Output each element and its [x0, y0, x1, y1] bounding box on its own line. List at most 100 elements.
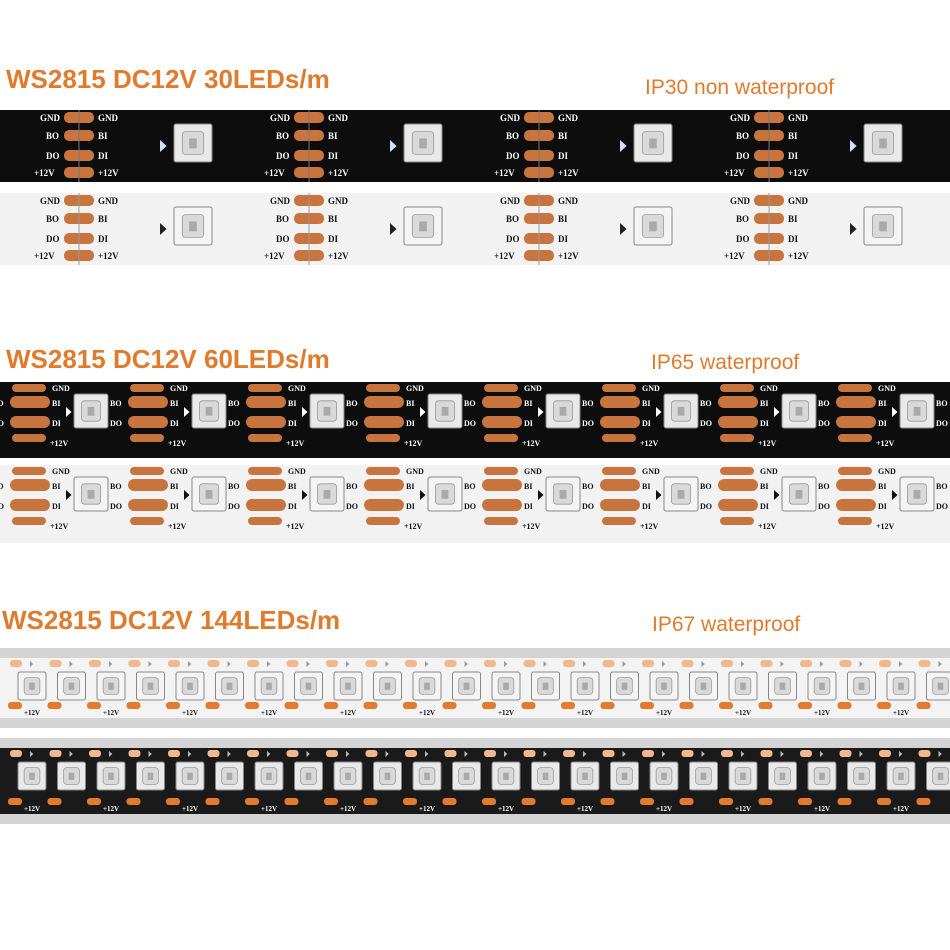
solder-pad [245, 798, 259, 805]
led-die [661, 682, 667, 690]
pad-label: BO [506, 214, 519, 224]
pad-label: DI [524, 419, 533, 428]
solder-pad [89, 660, 101, 667]
solder-pad [47, 798, 62, 805]
solder-pad [484, 434, 518, 442]
pad-label: DO [700, 419, 712, 428]
solder-pad [482, 798, 496, 805]
pad-label: +12V [893, 709, 909, 717]
pad-label: DO [936, 419, 948, 428]
solder-pad [403, 798, 417, 805]
led-die [323, 489, 331, 499]
direction-arrow-icon [741, 751, 745, 757]
pad-label: BI [878, 399, 886, 408]
led-die [463, 682, 470, 690]
pad-label: DO [228, 502, 240, 511]
pad-label: BO [582, 482, 594, 491]
direction-arrow-icon [780, 661, 784, 667]
section-title-60: WS2815 DC12V 60LEDs/m [6, 344, 330, 374]
pad-label: DO [228, 419, 240, 428]
pad-label: BI [760, 399, 768, 408]
solder-pad [918, 660, 931, 667]
led-die [779, 682, 786, 690]
pad-label: GND [270, 196, 291, 206]
pad-label: DO [346, 419, 358, 428]
pad-label: +12V [498, 709, 514, 717]
led-die [68, 772, 75, 780]
pad-label: DO [276, 151, 290, 161]
pad-label: GND [760, 384, 778, 393]
solder-pad [168, 660, 180, 667]
solder-pad [800, 750, 812, 757]
solder-pad [720, 517, 754, 525]
direction-arrow-icon [820, 661, 824, 667]
pad-label: +12V [261, 805, 277, 813]
solder-pad [877, 798, 891, 805]
led-die [795, 406, 803, 416]
pad-label: BO [46, 214, 59, 224]
solder-pad [10, 660, 22, 667]
solder-pad [366, 467, 400, 475]
solder-pad [128, 416, 168, 428]
pad-label: DI [524, 502, 533, 511]
pad-label: DI [52, 419, 61, 428]
direction-arrow-icon [464, 661, 468, 667]
led-die [582, 682, 588, 690]
solder-pad [482, 396, 522, 408]
solder-pad [87, 702, 101, 709]
pad-label: +12V [640, 439, 659, 448]
direction-arrow-icon [148, 661, 152, 667]
pad-label: GND [406, 467, 424, 476]
direction-arrow-icon [184, 490, 190, 500]
pad-label: BO [736, 131, 749, 141]
solder-pad [10, 479, 50, 491]
pad-label: BI [524, 399, 532, 408]
direction-arrow-icon [464, 751, 468, 757]
solder-pad [600, 396, 640, 408]
pad-label: BO [110, 399, 122, 408]
pad-label: BI [642, 482, 650, 491]
solder-pad [600, 416, 640, 428]
direction-arrow-icon [425, 751, 429, 757]
led-die [700, 682, 707, 690]
direction-arrow-icon [662, 751, 666, 757]
solder-pad [89, 750, 101, 757]
pad-label: DO [582, 419, 594, 428]
pad-label: +12V [788, 251, 809, 261]
pad-label: +12V [558, 251, 579, 261]
solder-pad [403, 702, 417, 709]
solder-pad [563, 660, 575, 667]
pad-label: +12V [656, 805, 672, 813]
direction-arrow-icon [66, 490, 72, 500]
pad-label: +12V [419, 805, 435, 813]
pad-label: +12V [758, 439, 777, 448]
pad-label: DO [0, 419, 4, 428]
solder-pad [365, 750, 378, 757]
solder-pad [839, 660, 852, 667]
pad-label: DO [276, 234, 290, 244]
pad-label: DI [288, 419, 297, 428]
pad-label: DI [170, 419, 179, 428]
pad-label: GND [40, 113, 61, 123]
pad-label: +12V [404, 522, 423, 531]
solder-pad [916, 702, 931, 709]
pad-label: BO [506, 131, 519, 141]
pad-label: BI [98, 214, 108, 224]
solder-pad [482, 499, 522, 511]
led-die [621, 772, 628, 780]
direction-arrow-icon [538, 490, 544, 500]
led-die [649, 221, 657, 232]
solder-pad [719, 702, 733, 709]
led-die [29, 682, 35, 690]
solder-pad [284, 702, 299, 709]
pad-label: BI [170, 399, 178, 408]
pad-label: +12V [494, 168, 515, 178]
solder-pad [600, 702, 615, 709]
solder-pad [130, 467, 164, 475]
pad-label: BI [288, 482, 296, 491]
pad-label: GND [406, 384, 424, 393]
led-die [147, 772, 154, 780]
direction-arrow-icon [538, 407, 544, 417]
pad-label: DI [406, 502, 415, 511]
pad-label: BI [288, 399, 296, 408]
